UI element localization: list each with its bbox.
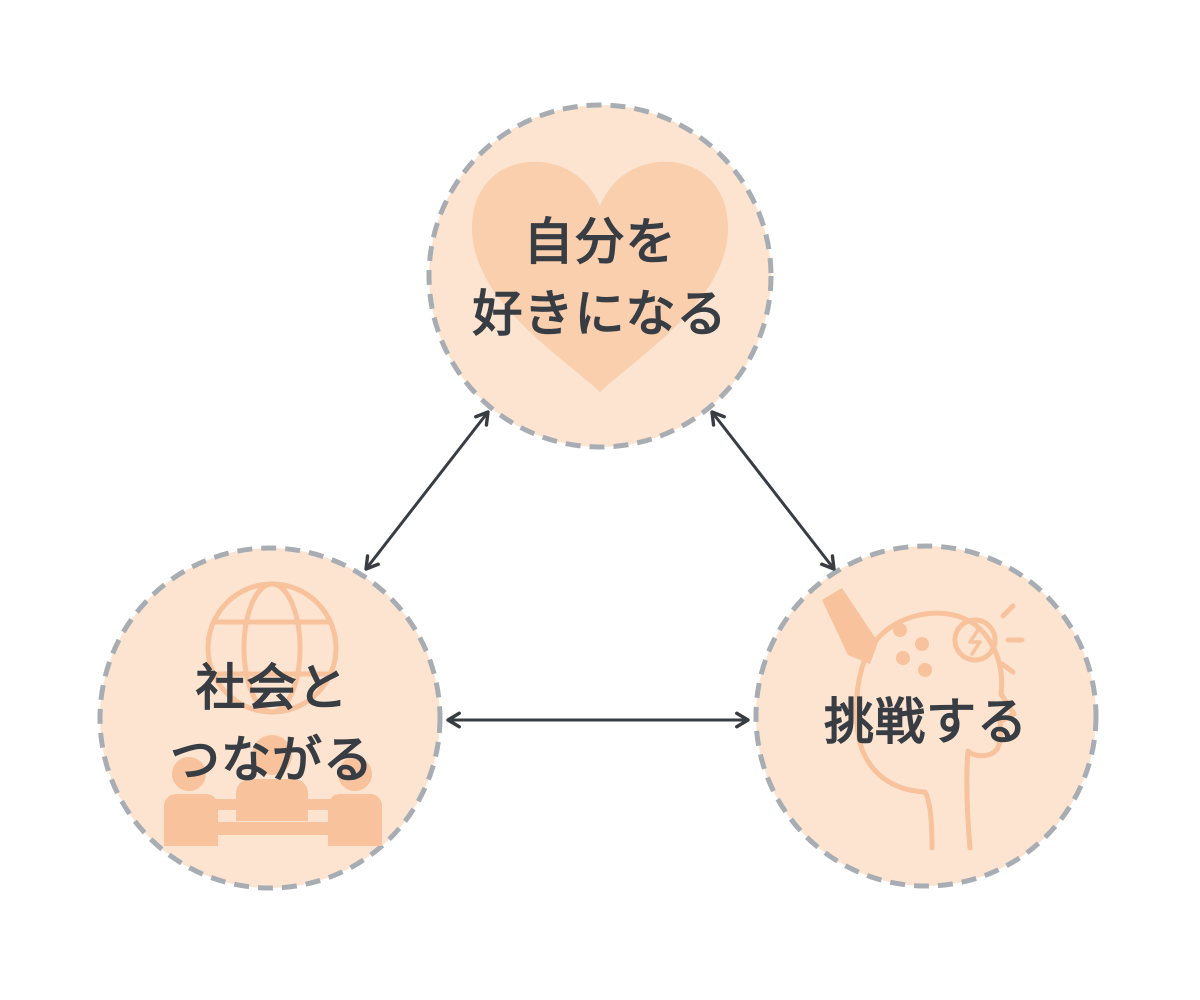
label-line: 自分を [523,214,677,270]
label-line: つながる [170,732,374,788]
idea-head-icon [822,588,1025,851]
label-line: 挑戦する [824,694,1028,750]
lightbulb-icon [952,603,1025,675]
arrow-love-society [364,410,490,571]
pencil-icon [822,588,878,664]
heart-icon [472,161,728,392]
globe-icon [205,581,339,715]
node-challenge-label: 挑戦する [824,686,1028,758]
node-love-yourself-label: 自分を 好きになる [473,206,728,350]
node-connect-society-label: 社会と つながる [170,652,374,796]
arrow-love-challenge [710,410,836,571]
label-line: 好きになる [472,286,728,342]
people-meeting-icon [164,735,382,846]
label-line: 社会と [195,660,349,716]
palette-icon [893,623,932,677]
